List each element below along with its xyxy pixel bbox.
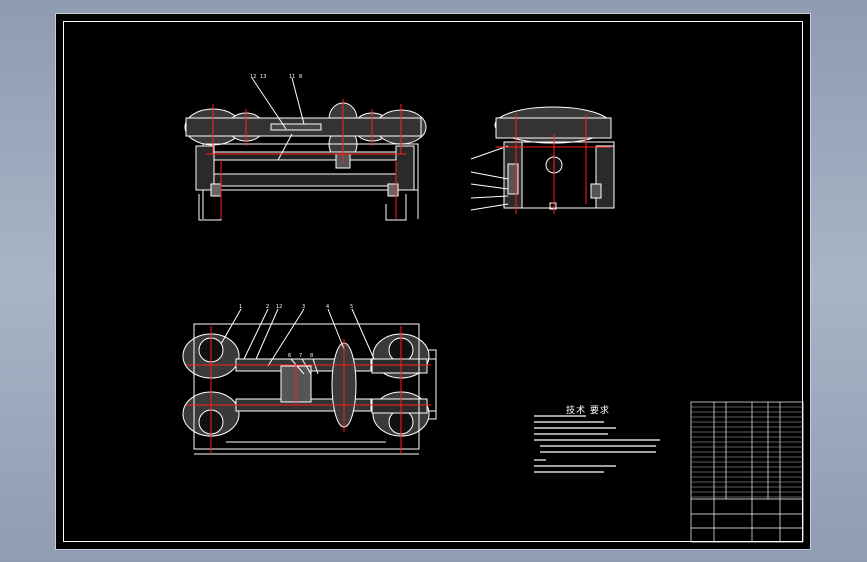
front-callout-4: 8: [299, 74, 302, 80]
plan-view-centerlines: [186, 326, 431, 454]
plan-callout-6: 5: [350, 304, 353, 310]
tech-requirements-lines: [534, 415, 660, 473]
side-view: [470, 106, 615, 211]
bom-rows: [691, 406, 803, 498]
plan-callout-5: 4: [326, 304, 329, 310]
plan-callout-2: 2: [266, 304, 269, 310]
front-callout-2: 13: [260, 74, 266, 80]
front-callout-1: 12: [250, 74, 256, 80]
drawing-border: [63, 21, 803, 542]
cad-drawing: 12 13 11 8: [182, 74, 804, 543]
side-view-centerlines: [496, 114, 611, 214]
plan-callout-9: 8: [310, 353, 313, 359]
plan-callout-4: 3: [302, 304, 305, 310]
plan-callout-8: 7: [299, 353, 302, 359]
plan-view: [182, 308, 437, 455]
tech-requirements-title: 技术 要求: [566, 406, 610, 416]
front-view-centerlines: [206, 99, 406, 219]
plan-callout-1: 1: [239, 304, 242, 310]
plan-callout-3: 12: [276, 304, 282, 310]
front-callout-3: 11: [289, 74, 295, 80]
drawing-sheet: 12 13 11 8: [55, 13, 811, 550]
plan-callout-7: 6: [288, 353, 291, 359]
